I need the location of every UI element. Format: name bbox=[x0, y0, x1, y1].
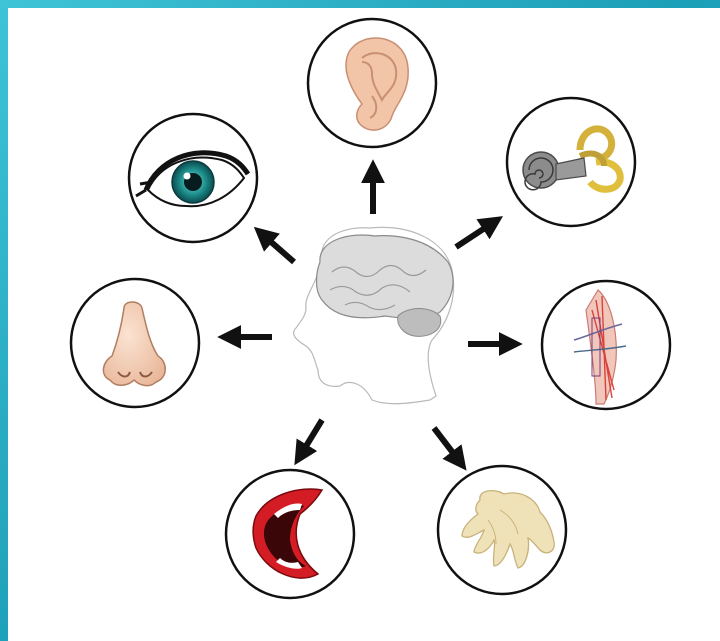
arrow-up-right bbox=[456, 222, 494, 247]
head-brain-icon bbox=[294, 227, 454, 403]
muscle-spindle-node bbox=[542, 281, 670, 409]
arrow-down-right bbox=[434, 428, 460, 462]
arrow-down-left bbox=[300, 420, 322, 456]
hand-node bbox=[438, 466, 566, 594]
ear-node bbox=[308, 19, 436, 147]
inner-ear-node bbox=[507, 98, 635, 226]
mouth-node bbox=[226, 470, 354, 598]
eye-node bbox=[129, 114, 257, 242]
arrow-up-left bbox=[262, 234, 294, 262]
nose-node bbox=[71, 279, 199, 407]
